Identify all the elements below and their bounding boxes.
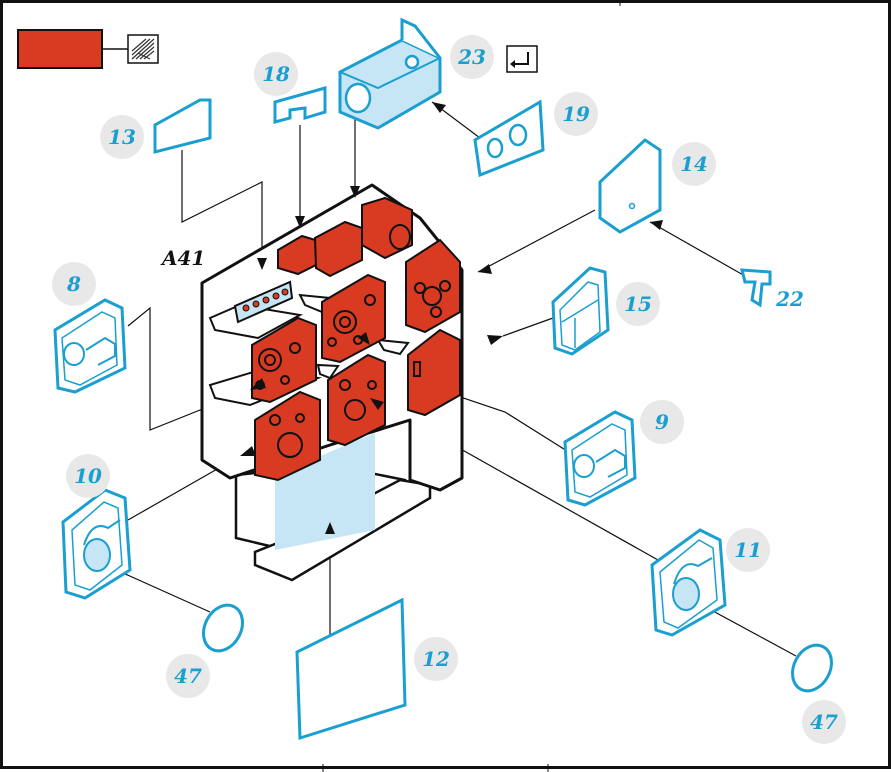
- fold-arrow-icon: [506, 45, 538, 73]
- part-number-23: 23: [457, 45, 486, 69]
- instrument-panel-assembly: [112, 102, 714, 613]
- part-number-badge-19: 19: [554, 92, 598, 136]
- lower-window-clear: [275, 433, 375, 550]
- part-number-12: 12: [422, 647, 450, 671]
- part-number-badge-18: 18: [254, 52, 298, 96]
- part-19-shape: [473, 99, 545, 178]
- part-47-right-shape: [791, 643, 833, 693]
- part-23-shape: [338, 17, 442, 130]
- part-number-badge-14: 14: [672, 142, 716, 186]
- paint-legend: [17, 29, 159, 69]
- part-number-badge-12: 12: [414, 637, 458, 681]
- switch-strip: [233, 280, 294, 324]
- red-instrument-panels: [251, 238, 461, 482]
- part-number-11: 11: [734, 538, 762, 562]
- part-22-shape: [740, 268, 772, 308]
- part-9-shape: [563, 410, 637, 507]
- etched-mesh-icon: [127, 34, 159, 64]
- part-number-badge-23: 23: [450, 35, 494, 79]
- part-number-badge-8: 8: [52, 262, 96, 306]
- part-number-badge-47-right: 47: [802, 700, 846, 744]
- part-number-13: 13: [108, 125, 136, 149]
- reference-label-a41: A41: [160, 246, 205, 270]
- part-number-19: 19: [562, 102, 590, 126]
- part-12-shape: [295, 597, 407, 741]
- part-number-10: 10: [74, 464, 102, 488]
- part-47-left-shape: [202, 603, 244, 653]
- part-15-shape: [551, 266, 610, 356]
- part-number-14: 14: [680, 152, 708, 176]
- part-11-shape: [650, 528, 727, 637]
- part-number-47-right: 47: [810, 710, 838, 734]
- part-14-shape: [598, 138, 662, 234]
- part-number-badge-10: 10: [66, 454, 110, 498]
- part-number-badge-11: 11: [726, 528, 770, 572]
- part-10-shape: [61, 488, 132, 600]
- part-number-badge-9: 9: [640, 400, 684, 444]
- top-red-blocks: [277, 196, 413, 278]
- part-number-47-left: 47: [174, 664, 202, 688]
- red-paint-swatch: [17, 29, 103, 69]
- part-13-shape: [153, 98, 212, 154]
- part-number-15: 15: [624, 292, 652, 316]
- part-number-badge-15: 15: [616, 282, 660, 326]
- part-number-22: 22: [775, 287, 804, 311]
- part-number-9: 9: [655, 410, 669, 434]
- part-number-8: 8: [66, 272, 81, 296]
- part-18-shape: [273, 86, 327, 124]
- part-number-18: 18: [262, 62, 290, 86]
- part-number-badge-47-left: 47: [166, 654, 210, 698]
- part-8-shape: [53, 298, 127, 394]
- part-number-badge-13: 13: [100, 115, 144, 159]
